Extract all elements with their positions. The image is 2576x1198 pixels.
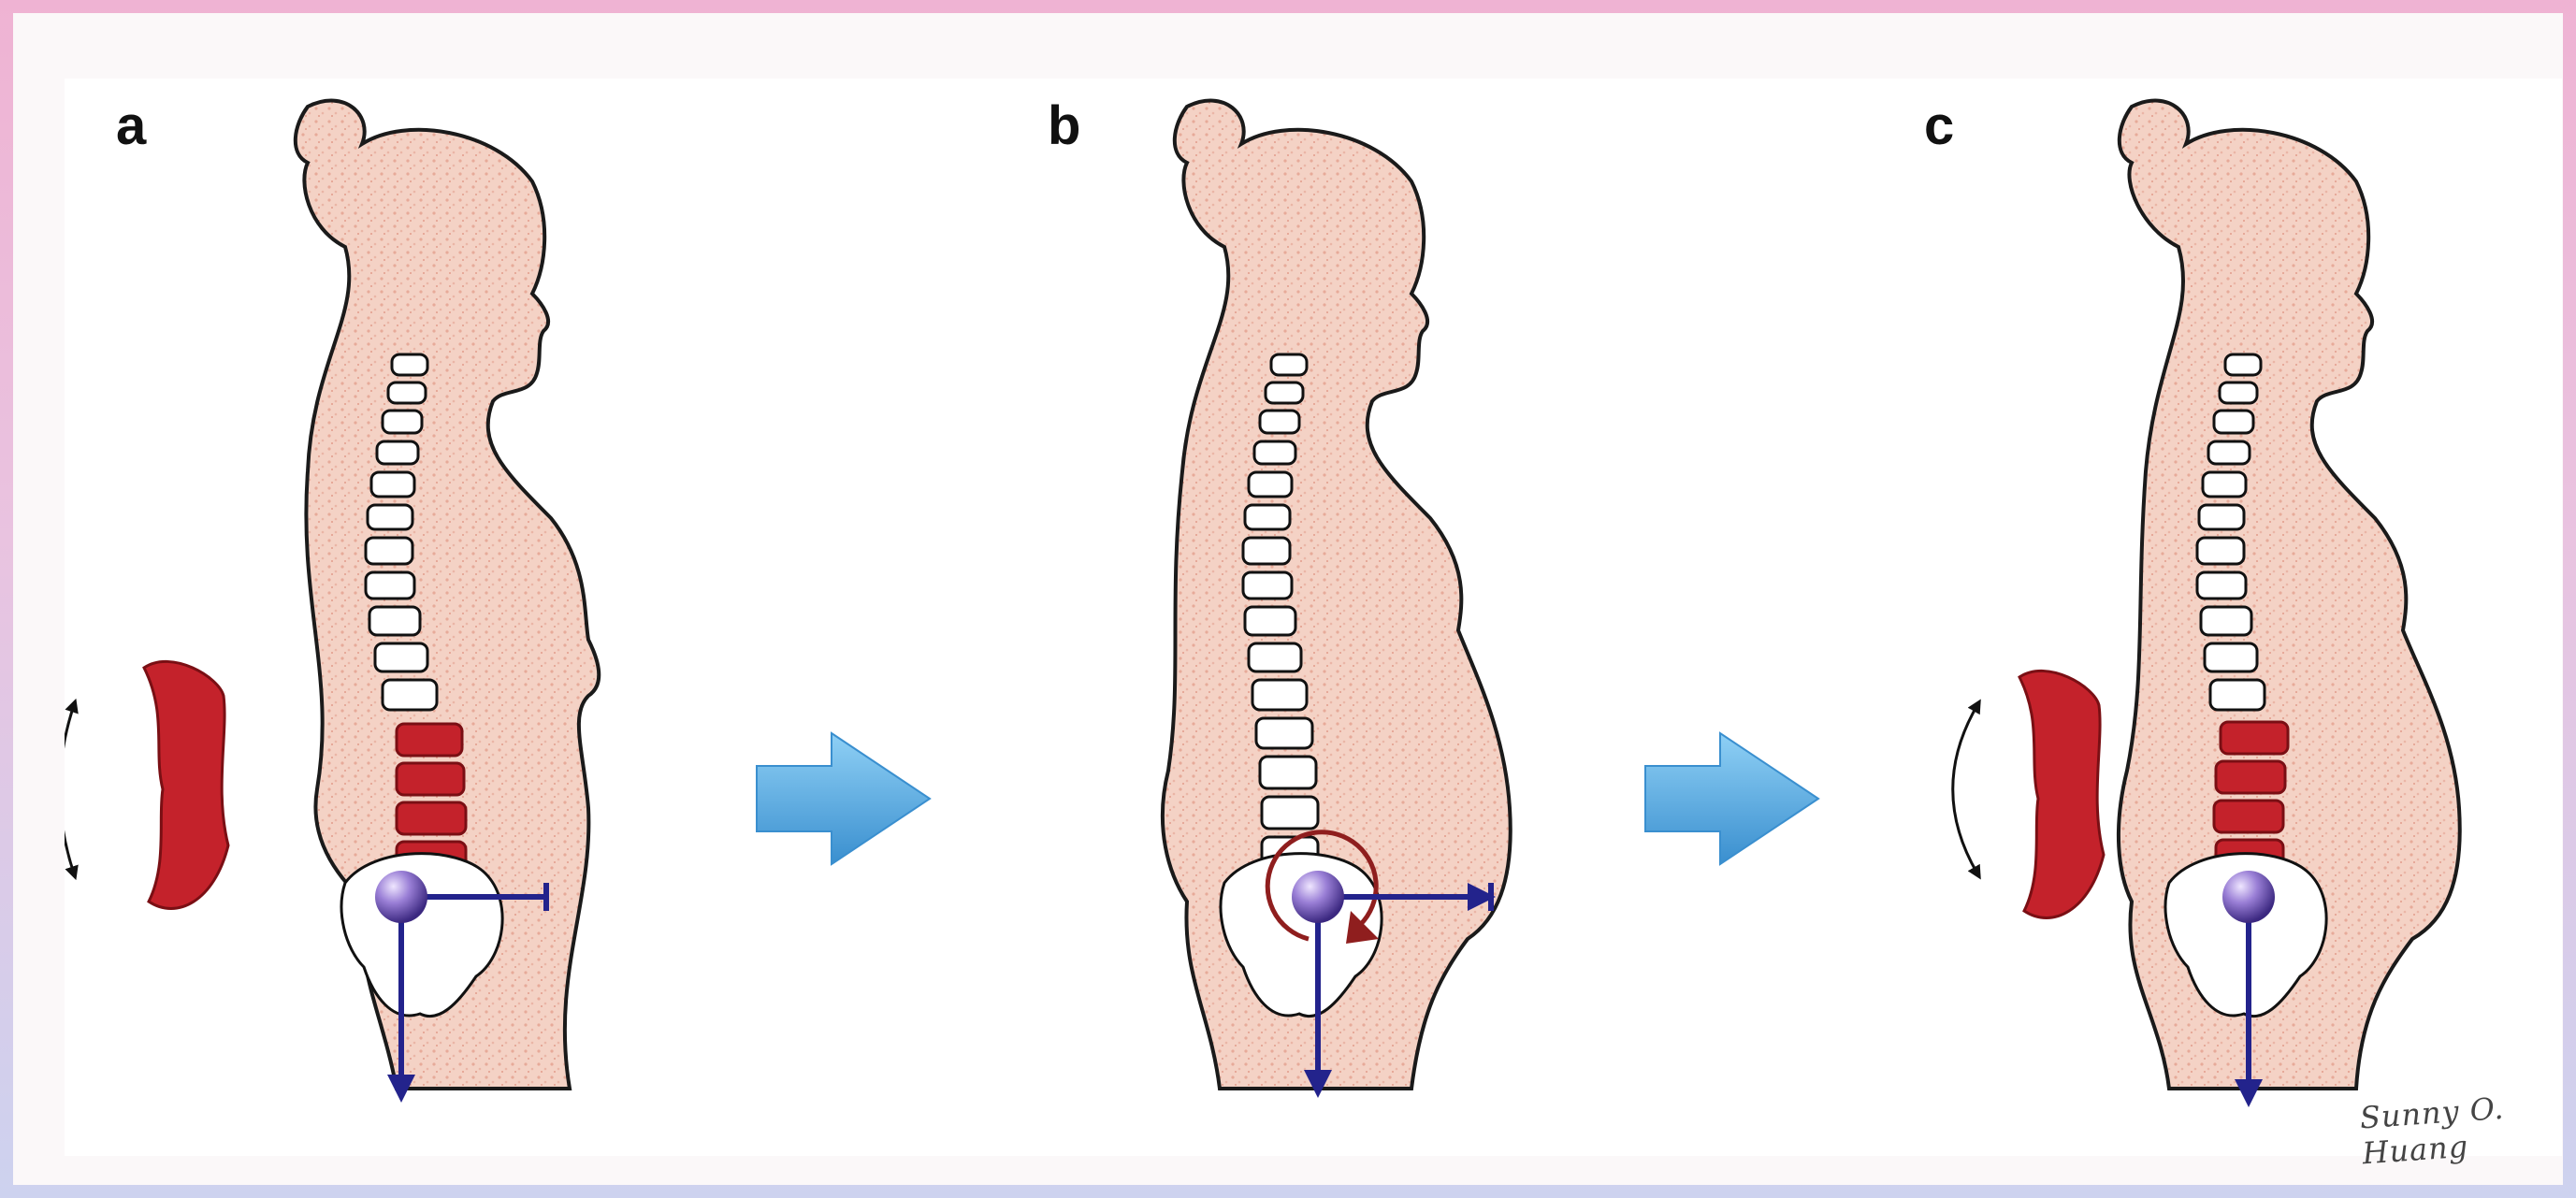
panel-label-c: c bbox=[1924, 99, 1954, 153]
lumbar-detail-a bbox=[65, 661, 228, 908]
figure-c bbox=[1953, 101, 2460, 1093]
lumbar-detail-c bbox=[1953, 671, 2104, 917]
center-of-mass-c bbox=[2222, 871, 2275, 923]
center-of-mass-a bbox=[375, 871, 427, 923]
transition-arrow-1 bbox=[757, 733, 930, 864]
figure-canvas: a b c Sunny O. Huang bbox=[65, 79, 2562, 1156]
posture-diagram bbox=[65, 79, 2562, 1156]
figure-a bbox=[65, 101, 599, 1089]
artist-signature: Sunny O. Huang bbox=[2359, 1087, 2565, 1172]
image-frame: a b c Sunny O. Huang bbox=[13, 13, 2563, 1185]
transition-arrow-2 bbox=[1645, 733, 1818, 864]
panel-label-a: a bbox=[116, 99, 146, 153]
center-of-mass-b bbox=[1292, 871, 1344, 923]
panel-label-b: b bbox=[1048, 99, 1080, 153]
figure-b bbox=[1163, 101, 1511, 1089]
